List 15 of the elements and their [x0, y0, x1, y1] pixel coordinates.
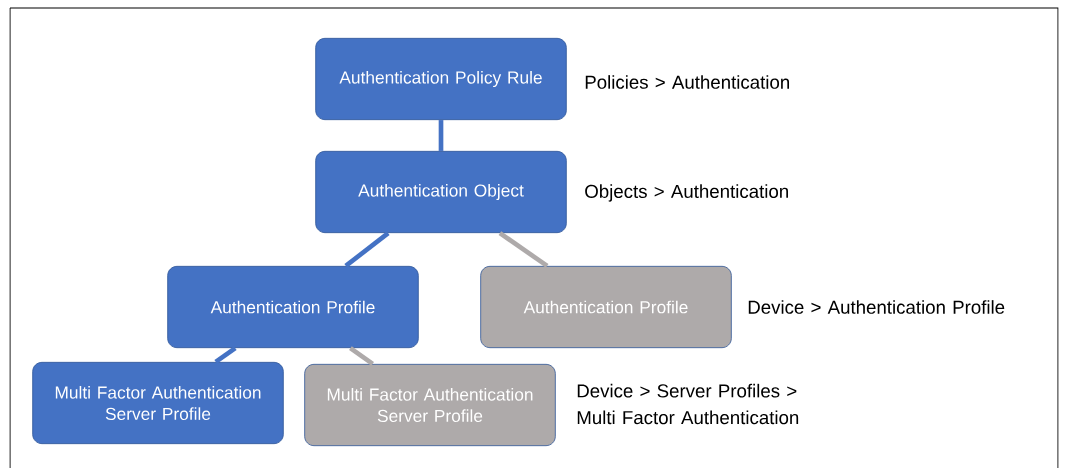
connector-line — [349, 346, 374, 366]
path-label: Policies > Authentication — [585, 75, 789, 89]
connector-line — [498, 231, 549, 268]
connector-line — [214, 346, 237, 364]
process-box: Multi Factor Authentication Server Profile — [32, 361, 284, 445]
process-box: Authentication Profile — [480, 265, 732, 349]
process-box: Authentication Object — [315, 150, 567, 234]
process-box: Multi Factor Authentication Server Profile — [304, 363, 556, 447]
process-box: Authentication Policy Rule — [315, 37, 567, 121]
path-label: Objects > Authentication — [585, 184, 788, 202]
path-label: Device > Server Profiles > Multi Factor Authentication — [577, 383, 799, 425]
connector-line — [344, 231, 390, 268]
connector-line — [438, 120, 444, 151]
path-label: Device > Authentication Profile — [748, 300, 1005, 314]
process-box: Authentication Profile — [167, 265, 419, 349]
